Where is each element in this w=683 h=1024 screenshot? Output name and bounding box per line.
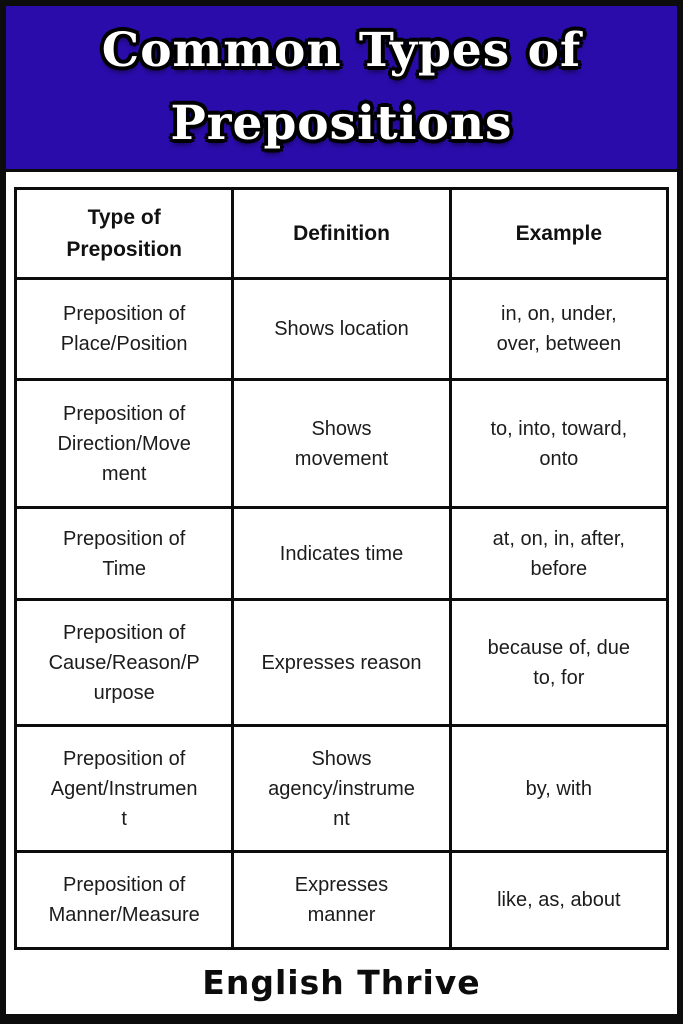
column-header-example: Example: [448, 187, 670, 280]
cell-type: Preposition of Manner/Measure: [13, 850, 235, 950]
cell-definition: Expresses reason: [231, 598, 452, 727]
cell-definition: Expresses manner: [231, 850, 452, 950]
cell-example: like, as, about: [448, 850, 670, 950]
table-row: Preposition of Agent/Instrumen t Shows a…: [13, 724, 670, 853]
table-row: Preposition of Cause/Reason/P urpose Exp…: [13, 598, 670, 727]
table-row: Preposition of Manner/Measure Expresses …: [13, 850, 670, 950]
footer: English Thrive: [6, 950, 677, 1014]
table-row: Preposition of Place/Position Shows loca…: [13, 277, 670, 381]
cell-type: Preposition of Cause/Reason/P urpose: [13, 598, 235, 727]
cell-example: in, on, under, over, between: [448, 277, 670, 381]
cell-type: Preposition of Agent/Instrumen t: [13, 724, 235, 853]
table-row: Preposition of Direction/Move ment Shows…: [13, 378, 670, 509]
page-title: Common Types of Prepositions: [101, 22, 582, 151]
column-header-definition: Definition: [231, 187, 452, 280]
cell-example: to, into, toward, onto: [448, 378, 670, 509]
cell-type: Preposition of Time: [13, 506, 235, 601]
cell-definition: Indicates time: [231, 506, 452, 601]
prepositions-table: Type of Preposition Definition Example P…: [13, 187, 670, 950]
cell-example: at, on, in, after, before: [448, 506, 670, 601]
cell-definition: Shows agency/instrume nt: [231, 724, 452, 853]
title-banner: Common Types of Prepositions: [6, 6, 677, 172]
prepositions-table-wrapper: Type of Preposition Definition Example P…: [13, 187, 670, 950]
cell-definition: Shows location: [231, 277, 452, 381]
column-header-type: Type of Preposition: [13, 187, 235, 280]
cell-type: Preposition of Direction/Move ment: [13, 378, 235, 509]
cell-type: Preposition of Place/Position: [13, 277, 235, 381]
brand-name: English Thrive: [202, 962, 481, 1002]
table-header-row: Type of Preposition Definition Example: [13, 187, 670, 280]
cell-definition: Shows movement: [231, 378, 452, 509]
cell-example: by, with: [448, 724, 670, 853]
cell-example: because of, due to, for: [448, 598, 670, 727]
table-row: Preposition of Time Indicates time at, o…: [13, 506, 670, 601]
